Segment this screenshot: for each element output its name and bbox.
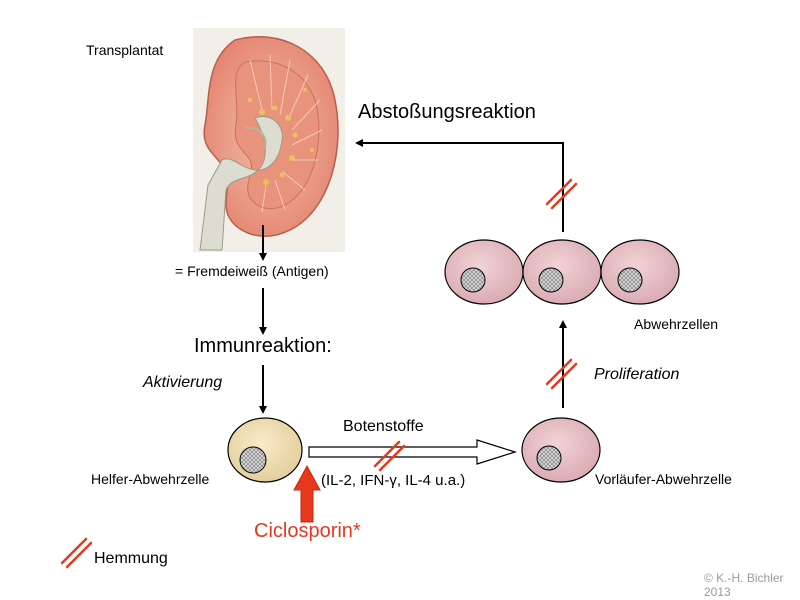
defense-cell-2 (522, 239, 602, 305)
legend-inhibition-label: Hemmung (94, 550, 168, 567)
copyright-line-1: © K.-H. Bichler (704, 571, 784, 585)
rejection-label: Abstoßungsreaktion (358, 101, 536, 123)
activation-label: Aktivierung (143, 374, 223, 391)
precursor-cell (521, 417, 601, 483)
defense-cells-label: Abwehrzellen (634, 316, 719, 332)
kidney-illustration (193, 28, 345, 252)
defense-cell-3 (600, 239, 680, 305)
precursor-cell-label: Vorläufer-Abwehrzelle (595, 471, 732, 487)
helper-cell (227, 417, 303, 483)
messengers-label: Botenstoffe (343, 418, 424, 435)
inhibition-mark-rejection (545, 178, 578, 210)
ciclosporin-label: Ciclosporin* (254, 520, 361, 542)
transplant-label: Transplantat (86, 42, 164, 58)
arrow-rejection (355, 139, 564, 232)
inhibition-mark-messengers (373, 440, 406, 472)
helper-cell-label: Helfer-Abwehrzelle (91, 471, 210, 487)
messengers-list-label: (IL-2, IFN-γ, IL-4 u.a.) (321, 472, 466, 489)
drug-arrow (293, 464, 321, 523)
messenger-arrow (308, 439, 517, 465)
defense-cell-1 (444, 239, 524, 305)
proliferation-label: Proliferation (594, 366, 680, 383)
inhibition-mark-legend (60, 537, 93, 569)
immune-reaction-label: Immunreaktion: (194, 335, 332, 357)
inhibition-mark-proliferation (545, 358, 578, 390)
copyright-line-2: 2013 (704, 585, 731, 599)
antigen-label: = Fremdeiweiß (Antigen) (175, 263, 329, 279)
